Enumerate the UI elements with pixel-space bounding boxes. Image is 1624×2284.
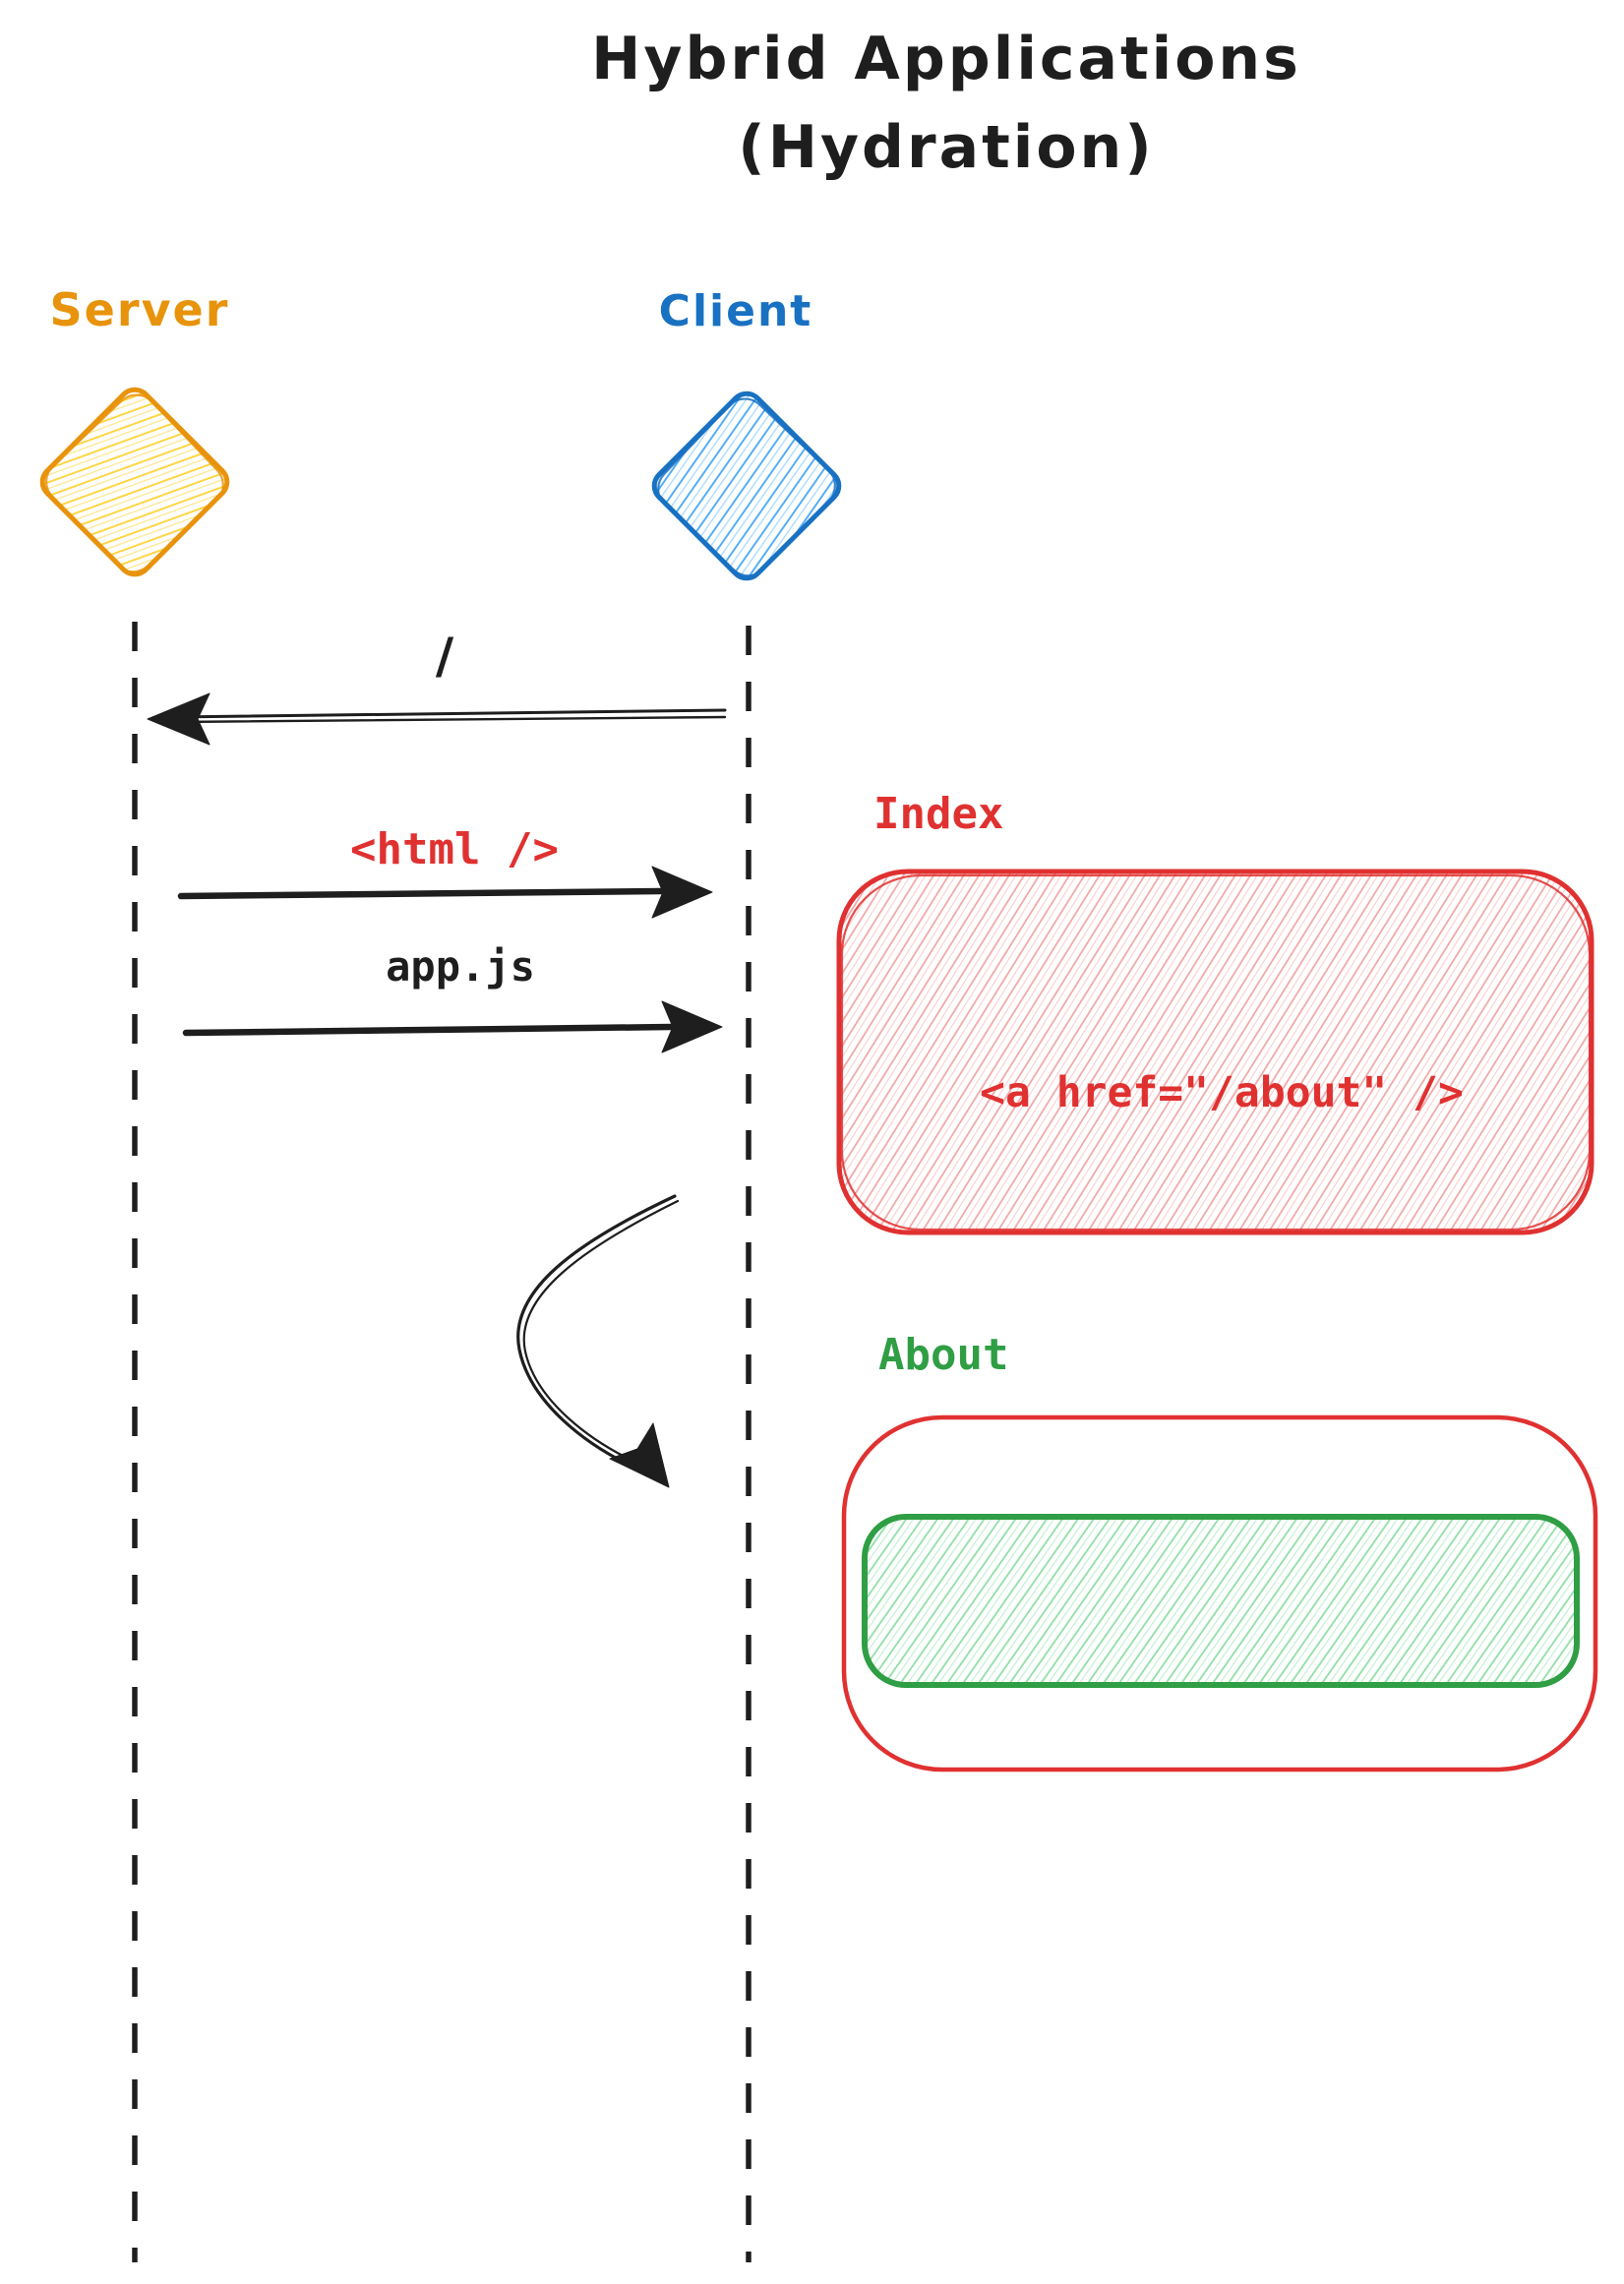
index-page-label: Index <box>873 789 1004 839</box>
diagram-title-line1: Hybrid Applications <box>591 25 1301 93</box>
navigation-arrowhead <box>609 1422 670 1488</box>
client-actor-label: Client <box>658 286 813 336</box>
about-page-box <box>841 1414 1598 1773</box>
request-root-label: / <box>435 628 454 685</box>
response-html-label: <html /> <box>350 824 559 874</box>
request-root-arrow <box>147 692 727 746</box>
server-diamond <box>39 387 230 577</box>
server-diamond-sketch-outline <box>45 393 224 573</box>
response-html-arrowhead <box>651 866 713 919</box>
response-appjs-label: app.js <box>386 942 535 991</box>
client-diamond-sketch-outline <box>657 397 836 577</box>
index-page-box-sketch-outline <box>840 873 1592 1232</box>
response-appjs-arrowhead <box>661 1000 723 1053</box>
server-actor-label: Server <box>49 283 230 336</box>
about-hydrated-box <box>862 1514 1580 1688</box>
about-page-label: About <box>878 1330 1009 1380</box>
diagram-title-line2: (Hydration) <box>738 113 1155 182</box>
client-diamond <box>651 391 842 581</box>
response-html-arrow <box>177 866 713 919</box>
index-page-link-code: <a href="/about" /> <box>980 1068 1464 1117</box>
request-root-arrowhead <box>147 692 211 746</box>
response-appjs-arrow <box>182 1000 723 1053</box>
navigation-curved-arrow <box>516 1194 680 1488</box>
index-page-box <box>836 869 1594 1235</box>
